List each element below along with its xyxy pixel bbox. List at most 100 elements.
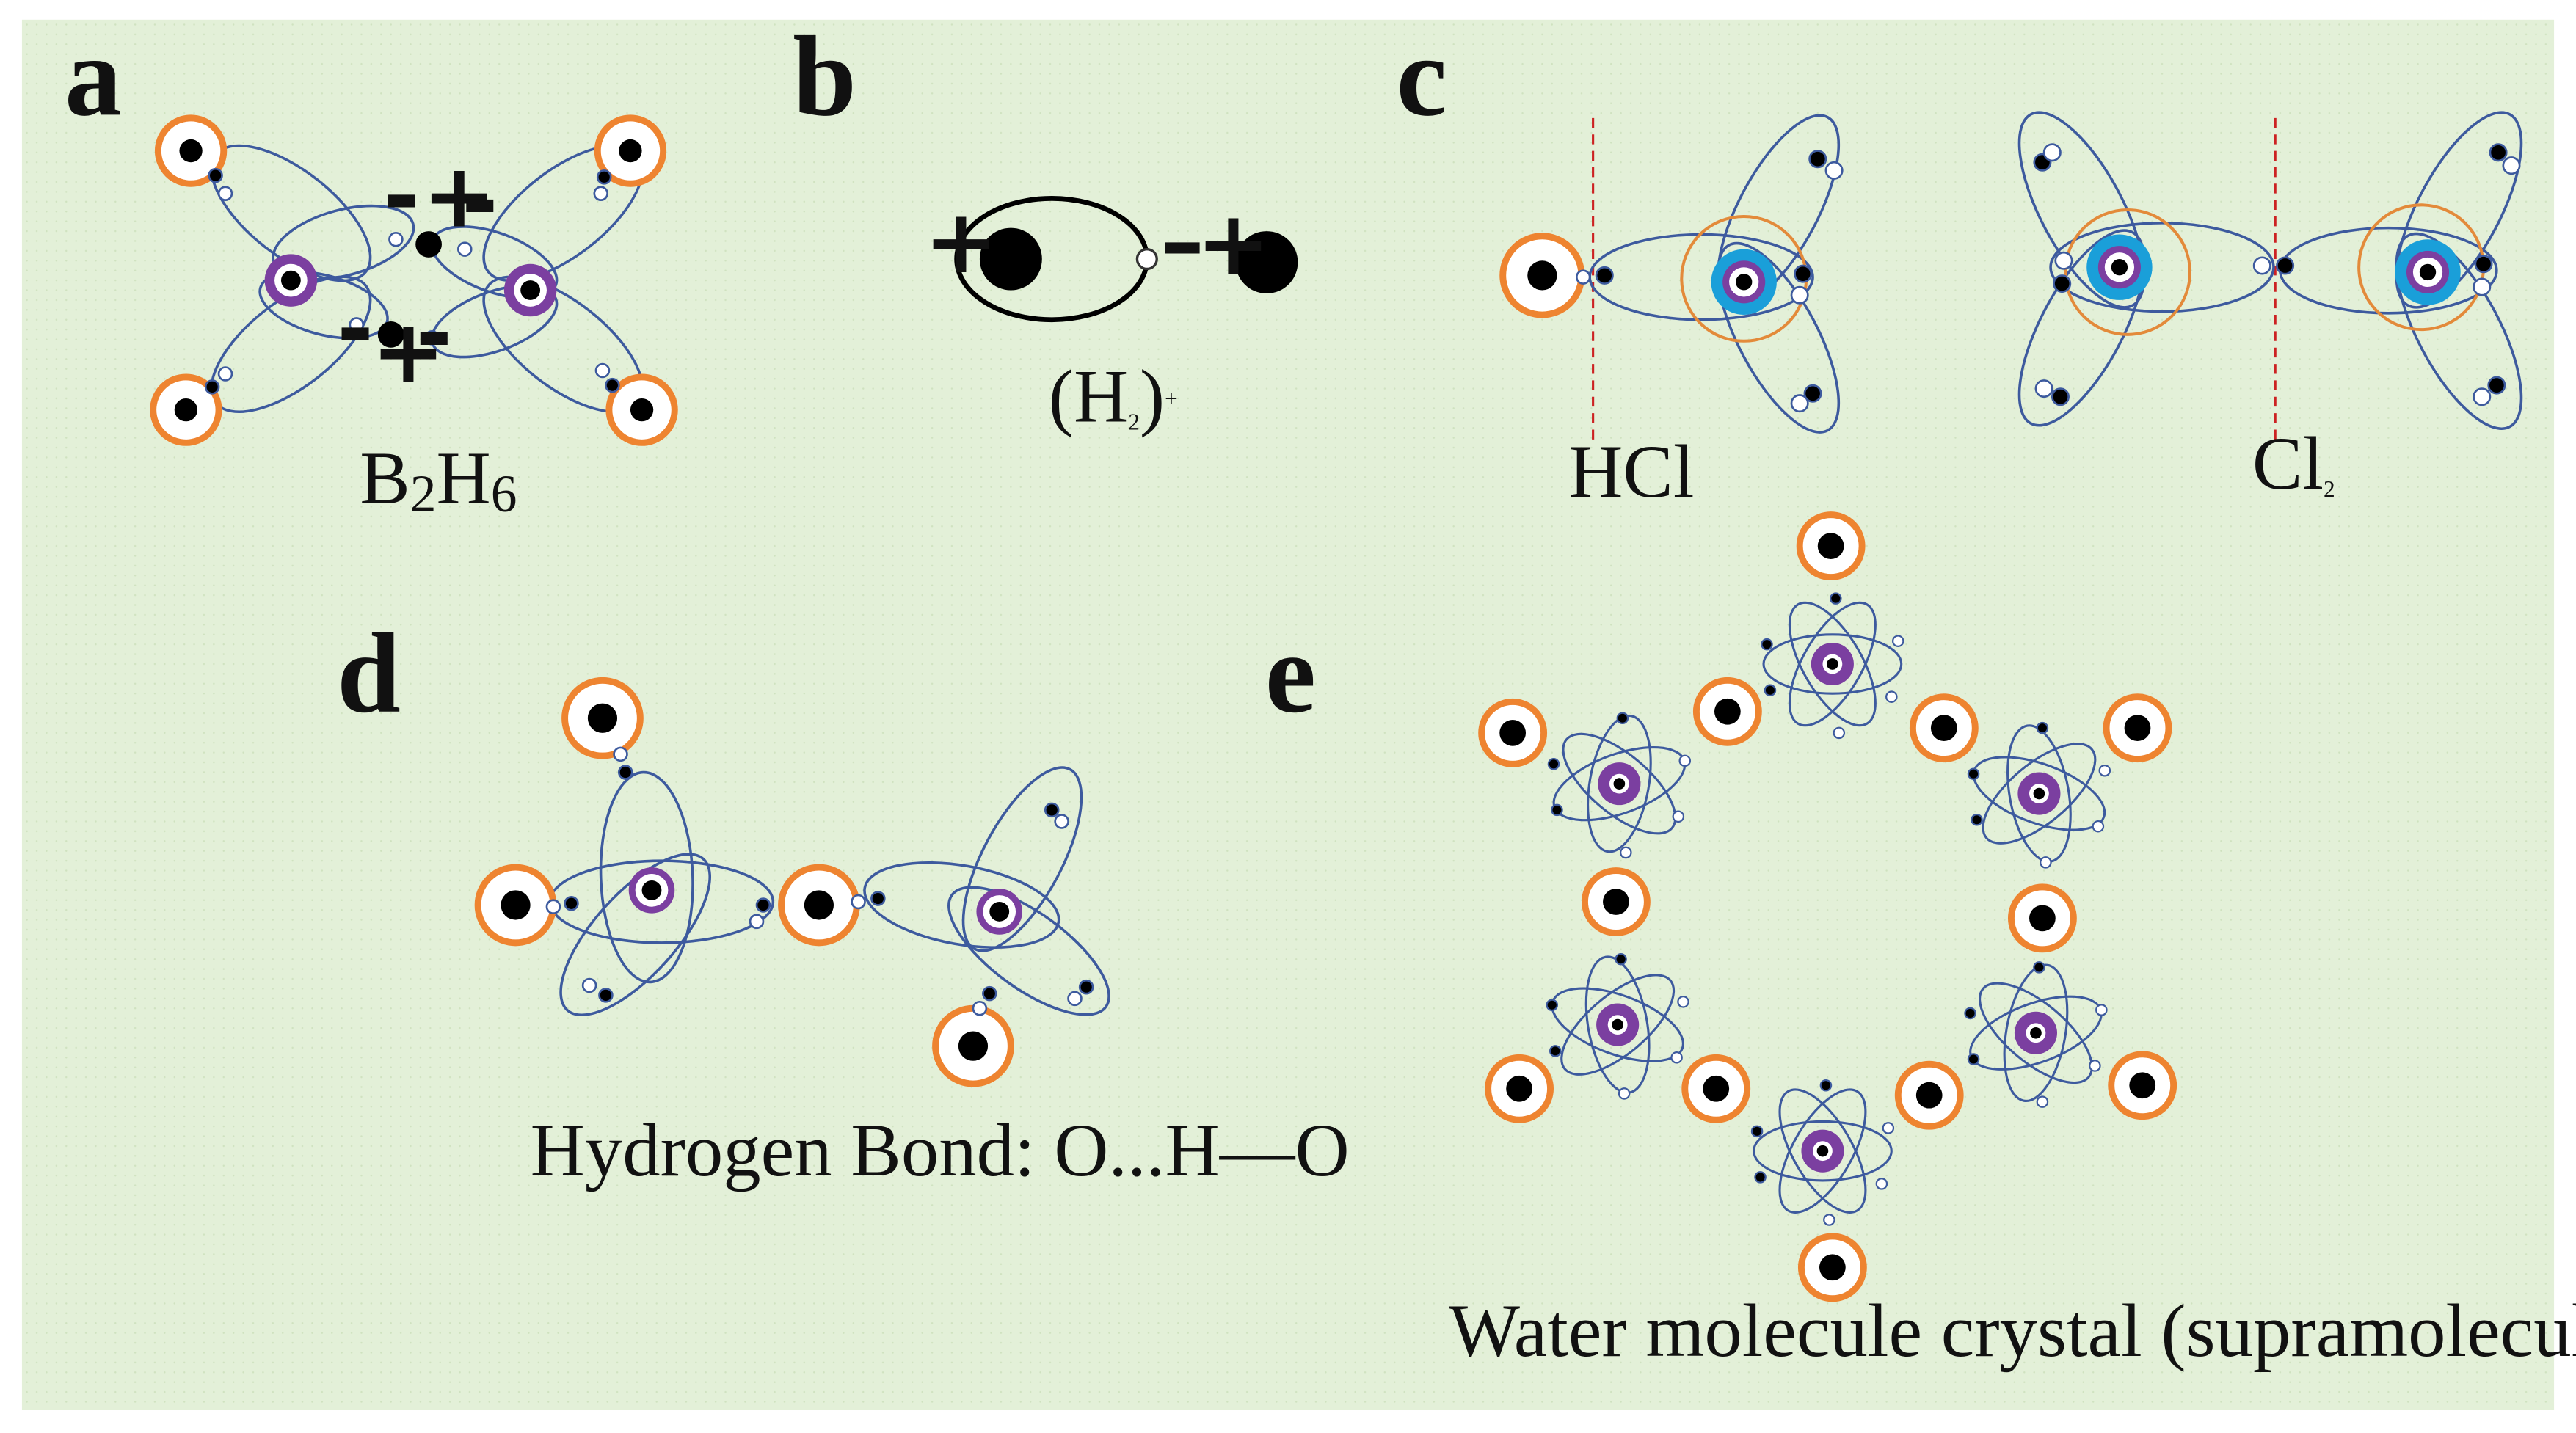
panel-letter-e: e — [1265, 610, 1316, 737]
proton — [979, 227, 1042, 291]
electron — [2042, 143, 2062, 162]
caption-hcl: HCl — [1568, 430, 1694, 514]
electron — [1078, 979, 1094, 995]
electron — [1764, 684, 1777, 697]
orbit — [1562, 732, 1677, 835]
caption-water-crystal: Water molecule crystal (supramolecular s… — [1449, 1289, 2576, 1373]
orbit — [863, 861, 1060, 949]
orbit — [2395, 111, 2523, 309]
electron — [208, 167, 223, 183]
electron — [2040, 856, 2052, 869]
orbit — [947, 886, 1110, 1016]
caption-hydrogen-bond: Hydrogen Bond: O...H—O — [531, 1109, 1350, 1192]
hydrogen-nucleus — [587, 703, 618, 733]
chlorine-shell — [2064, 208, 2192, 336]
charge-sign: - — [383, 145, 420, 247]
oxygen-nucleus — [1613, 778, 1626, 790]
orbit — [599, 770, 694, 984]
electron — [1135, 247, 1158, 271]
electron — [2036, 721, 2049, 734]
electron — [1882, 1122, 1895, 1134]
orbit — [1788, 601, 1877, 727]
electron — [2095, 1004, 2108, 1016]
electron — [2034, 379, 2053, 398]
electron — [424, 330, 440, 346]
electron — [1549, 1045, 1562, 1057]
hydrogen-nucleus — [958, 1031, 989, 1061]
electron — [1891, 635, 1904, 647]
electron — [1967, 1053, 1980, 1065]
electron — [1808, 150, 1827, 169]
charge-sign: - — [415, 282, 452, 385]
bridging-proton — [377, 321, 404, 348]
hydrogen-nucleus — [2029, 905, 2056, 932]
electron — [2487, 376, 2506, 395]
orbit — [1717, 241, 1841, 434]
electron — [1615, 952, 1627, 966]
electron — [349, 317, 365, 332]
electron — [1750, 1125, 1764, 1138]
hydrogen-nucleus — [1714, 698, 1741, 725]
electron — [1830, 592, 1842, 605]
hydrogen-nucleus — [1915, 1082, 1943, 1109]
orbit — [2003, 963, 2069, 1103]
hydrogen-nucleus — [2129, 1072, 2156, 1099]
electron — [456, 241, 473, 257]
electron — [1575, 269, 1591, 285]
boron-nucleus — [280, 270, 301, 291]
electron — [2036, 1095, 2049, 1108]
electron — [982, 985, 997, 1002]
electron — [1790, 285, 1809, 305]
electron — [2473, 387, 2492, 406]
electron — [2473, 277, 2492, 296]
electron — [2092, 820, 2105, 833]
panel-letter-a: a — [65, 12, 122, 139]
charge-sign: – — [1160, 191, 1204, 293]
orbit — [258, 270, 389, 340]
electron — [2252, 256, 2271, 275]
caption-h2-ion: (H2)+ — [1049, 354, 1178, 438]
electron — [388, 231, 404, 247]
hydrogen-nucleus — [1603, 889, 1629, 915]
electron — [1551, 803, 1563, 817]
electron — [2474, 255, 2493, 274]
panel-c: c HCl — [1396, 12, 2523, 514]
panel-d: d — [337, 610, 1350, 1192]
electron — [749, 914, 765, 930]
orbit — [2017, 111, 2146, 309]
panel-letter-c: c — [1396, 12, 1447, 139]
electron — [1546, 999, 1559, 1012]
charge-sign: + — [371, 301, 445, 404]
hydrogen-nucleus — [179, 139, 203, 163]
boron-atoms — [264, 254, 557, 317]
hydrogen-nucleus — [2124, 715, 2151, 742]
oxygen-nucleus — [1612, 1018, 1623, 1031]
electrons — [1575, 150, 1844, 413]
electron — [1971, 814, 1983, 826]
electron — [1823, 1214, 1835, 1226]
electron — [851, 894, 866, 910]
hydrogen-nucleus — [1819, 1254, 1846, 1281]
oxygen-nucleus — [2030, 1027, 2042, 1039]
electron — [2051, 387, 2070, 406]
electron — [2054, 251, 2073, 270]
charge-sign: - — [462, 150, 498, 252]
electron — [564, 895, 579, 911]
electron — [1761, 638, 1773, 651]
electron — [217, 366, 233, 382]
orbit — [2395, 232, 2523, 430]
proton — [1235, 231, 1298, 293]
electrons — [545, 746, 1094, 1016]
chlorine-nucleus — [2111, 259, 2128, 276]
electron — [1885, 690, 1898, 703]
hydrogen-nucleus — [1930, 715, 1957, 742]
electron — [1620, 846, 1632, 859]
electron — [204, 379, 220, 395]
electron — [2098, 764, 2111, 777]
oxygen-nucleus — [641, 880, 662, 900]
electron — [1044, 802, 1060, 818]
hydrogen-nucleus — [174, 398, 198, 422]
bridging-proton — [415, 231, 442, 258]
hydrogen-nucleus — [1703, 1075, 1730, 1102]
